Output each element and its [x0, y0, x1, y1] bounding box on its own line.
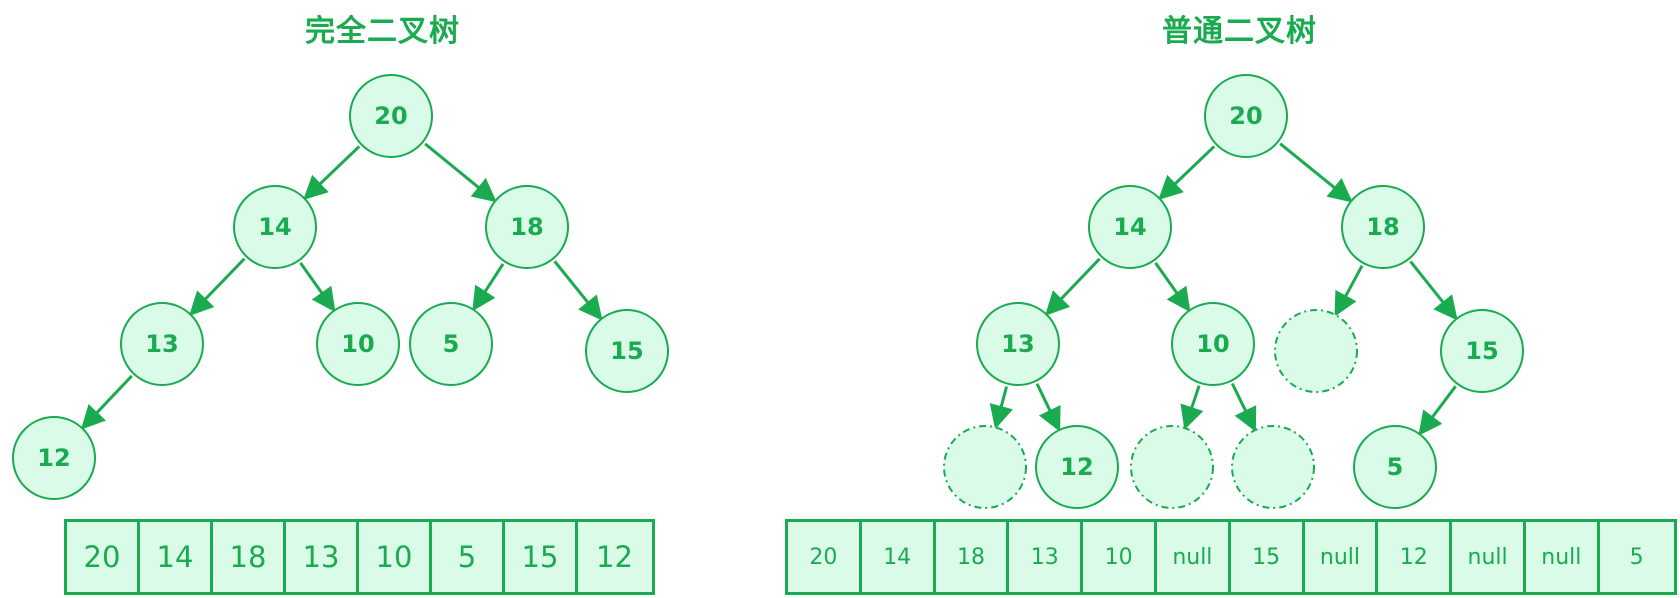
complete-tree-edge — [553, 260, 603, 321]
general-tree-title: 普通二叉树 — [1162, 14, 1317, 49]
array-cell: 5 — [432, 522, 505, 592]
node-circle — [409, 302, 493, 386]
general-tree-node: 13 — [976, 302, 1060, 386]
node-circle — [943, 425, 1027, 509]
general-tree-node: 15 — [1440, 309, 1524, 393]
array-cell: 18 — [213, 522, 286, 592]
node-circle — [1274, 309, 1358, 393]
node-value: 10 — [341, 330, 374, 358]
general-tree-node: 20 — [1204, 74, 1288, 158]
array-cell: 12 — [596, 540, 633, 574]
complete-tree-node: 13 — [120, 302, 204, 386]
general-tree-edge — [1044, 257, 1101, 316]
general-tree-edge — [1279, 142, 1353, 203]
node-value: 13 — [1001, 330, 1034, 358]
general-tree-edge — [1409, 260, 1458, 321]
node-circle — [120, 302, 204, 386]
general-tree-node: 5 — [1353, 425, 1437, 509]
node-circle — [1353, 425, 1437, 509]
general-tree-node: 14 — [1088, 185, 1172, 269]
node-value: 14 — [1113, 213, 1146, 241]
node-circle — [1440, 309, 1524, 393]
node-value: 5 — [1387, 453, 1404, 481]
node-circle — [1130, 425, 1214, 509]
array-cell: 10 — [1083, 522, 1157, 592]
array-cell: null — [1305, 522, 1379, 592]
general-tree-node: 18 — [1341, 185, 1425, 269]
node-value: 5 — [443, 330, 460, 358]
complete-tree-node: 12 — [12, 416, 96, 500]
array-cell: null — [1526, 522, 1600, 592]
node-value: 10 — [1196, 330, 1229, 358]
array-cell: 13 — [286, 522, 359, 592]
array-cell: 14 — [862, 522, 936, 592]
node-value: 14 — [258, 213, 291, 241]
array-cell: 15 — [1231, 522, 1305, 592]
general-tree-edge — [1334, 264, 1364, 317]
node-value: 12 — [1060, 453, 1093, 481]
general-tree-edge — [989, 386, 1013, 430]
complete-tree-node: 14 — [233, 185, 317, 269]
general-tree-edge — [1158, 145, 1216, 201]
complete-tree-edge — [424, 142, 497, 203]
node-value: 15 — [610, 337, 643, 365]
node-circle — [1035, 425, 1119, 509]
general-tree-empty-node — [1130, 425, 1214, 509]
node-circle — [485, 185, 569, 269]
complete-tree-edge — [80, 374, 133, 430]
general-tree-edge — [1180, 385, 1204, 431]
array-cell: 12 — [1378, 522, 1453, 592]
node-circle — [585, 309, 669, 393]
node-circle — [1341, 185, 1425, 269]
node-circle — [1088, 185, 1172, 269]
complete-tree-node: 5 — [409, 302, 493, 386]
node-value: 20 — [374, 102, 407, 130]
array-cell: 15 — [505, 522, 578, 592]
array-cell: null — [1157, 522, 1231, 592]
node-circle — [12, 416, 96, 500]
array-cell: 14 — [140, 522, 213, 592]
node-circle — [976, 302, 1060, 386]
complete-tree-edge — [303, 145, 361, 201]
general-tree-edge — [1035, 383, 1061, 432]
complete-tree-node: 18 — [485, 185, 569, 269]
general-tree-empty-node — [1231, 425, 1315, 509]
complete-tree-node: 10 — [316, 302, 400, 386]
node-value: 18 — [510, 213, 543, 241]
general-tree-empty-node — [1274, 309, 1358, 393]
general-tree-node: 12 — [1035, 425, 1119, 509]
complete-tree-edge — [189, 257, 246, 316]
general-tree-edge — [1154, 262, 1191, 313]
node-value: 20 — [1229, 102, 1262, 130]
array-cell: 20 — [788, 522, 862, 592]
general-tree-edge — [1418, 385, 1457, 436]
array-cell: 13 — [1009, 522, 1084, 592]
node-circle — [316, 302, 400, 386]
array-cell: null — [1452, 522, 1526, 592]
node-circle — [233, 185, 317, 269]
general-tree-node: 10 — [1171, 302, 1255, 386]
node-circle — [1231, 425, 1315, 509]
node-value: 13 — [145, 330, 178, 358]
node-value: 15 — [1465, 337, 1498, 365]
complete-tree-edge — [299, 262, 336, 313]
complete-tree-node: 15 — [585, 309, 669, 393]
node-circle — [349, 74, 433, 158]
array-cell: 18 — [936, 522, 1010, 592]
general-tree-edge — [1230, 382, 1257, 432]
array-cell: 5 — [1629, 544, 1644, 570]
array-cell: 20 — [67, 522, 140, 592]
complete-tree-node: 20 — [349, 74, 433, 158]
node-circle — [1204, 74, 1288, 158]
node-circle — [1171, 302, 1255, 386]
node-value: 18 — [1366, 213, 1399, 241]
complete-tree-edge — [472, 263, 505, 312]
node-value: 12 — [37, 444, 70, 472]
array-cell: 10 — [359, 522, 432, 592]
complete-tree-title: 完全二叉树 — [305, 14, 460, 49]
general-tree-empty-node — [943, 425, 1027, 509]
